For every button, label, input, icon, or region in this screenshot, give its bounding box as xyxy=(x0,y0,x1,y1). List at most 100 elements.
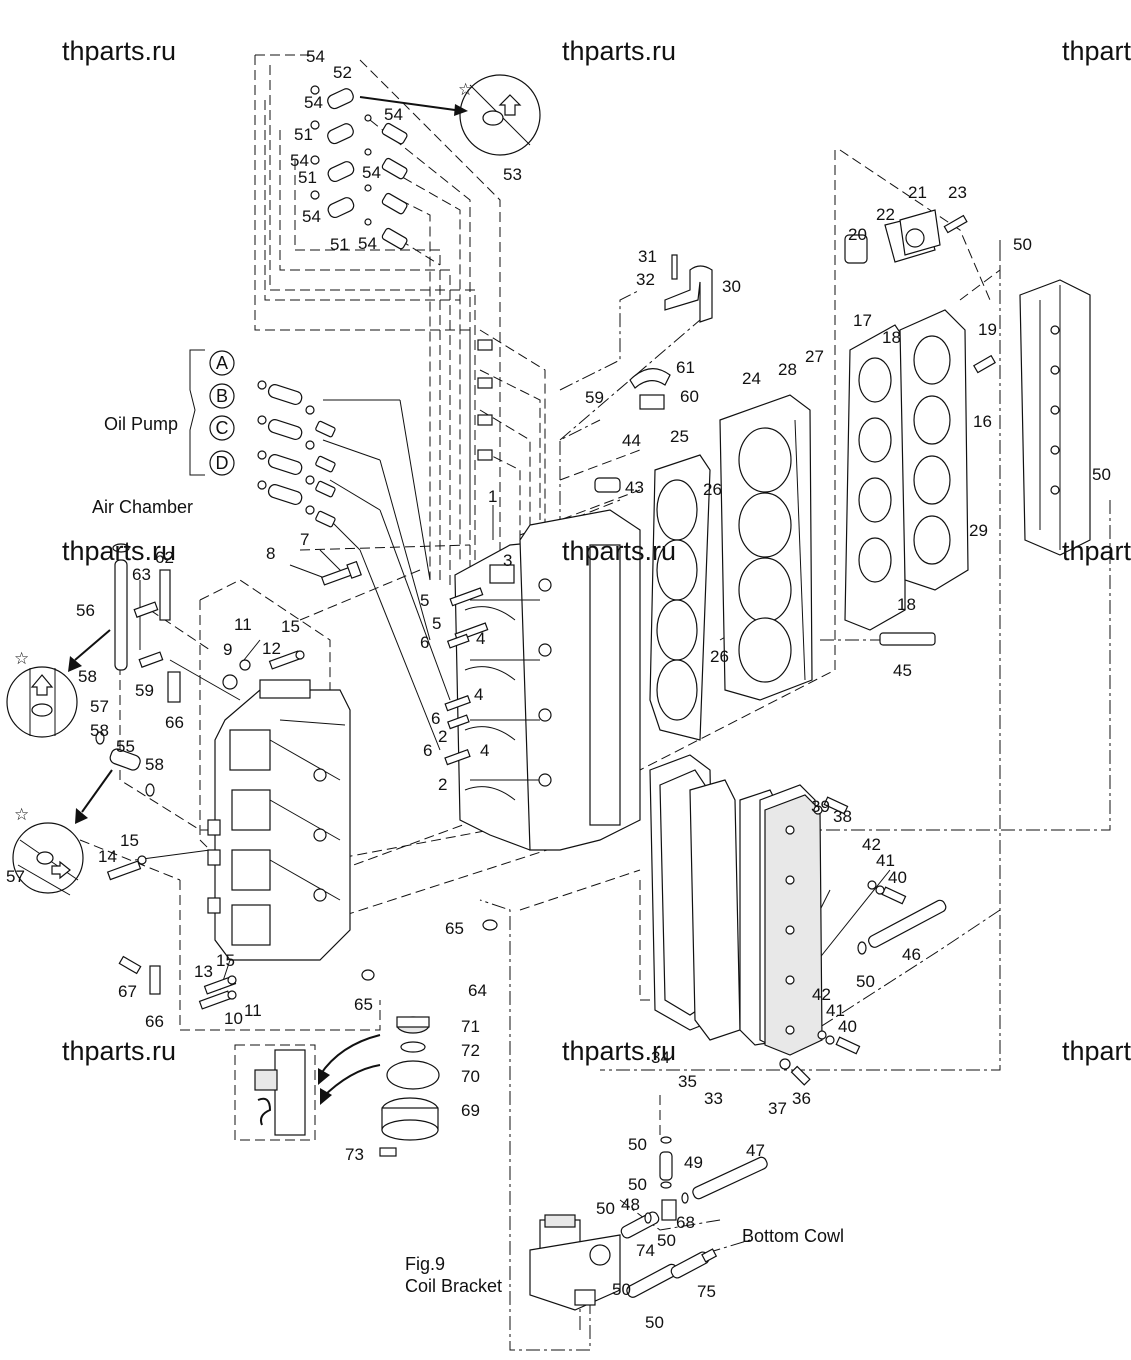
callout: 15 xyxy=(216,951,235,970)
callout: 9 xyxy=(223,640,232,659)
callout: 54 xyxy=(302,207,321,226)
star-marker-2: ☆ xyxy=(14,649,29,668)
callout: 40 xyxy=(838,1017,857,1036)
callout: 64 xyxy=(468,981,487,1000)
cylinder-block xyxy=(444,509,641,851)
callout: 27 xyxy=(805,347,824,366)
callout: 4 xyxy=(474,685,483,704)
watermark: thparts.ru xyxy=(562,1036,677,1066)
star-marker-3: ☆ xyxy=(14,805,29,824)
callout: 39 xyxy=(811,797,830,816)
callout: 5 xyxy=(420,591,429,610)
callout: 54 xyxy=(358,234,377,253)
callout: 48 xyxy=(621,1195,640,1214)
clamp-61-60 xyxy=(594,368,671,493)
callout: 60 xyxy=(680,387,699,406)
callout: 41 xyxy=(876,851,895,870)
callout: 3 xyxy=(503,551,512,570)
callout: 70 xyxy=(461,1067,480,1086)
callout: 22 xyxy=(876,205,895,224)
callout: 24 xyxy=(742,369,761,388)
small-parts-left xyxy=(106,569,305,1010)
callout: 68 xyxy=(676,1213,695,1232)
callout: 4 xyxy=(480,741,489,760)
callout: 71 xyxy=(461,1017,480,1036)
detail-inset-57-upper: ☆ xyxy=(6,629,111,738)
callout: 38 xyxy=(833,807,852,826)
callout: 61 xyxy=(676,358,695,377)
callout: 51 xyxy=(294,125,313,144)
watermark-text: thparts.ru xyxy=(1062,1036,1131,1066)
watermark: thparts.ru xyxy=(62,536,177,566)
callout: 35 xyxy=(678,1072,697,1091)
port-b-marker xyxy=(209,383,235,409)
star-marker: ☆ xyxy=(458,80,473,99)
callout: 33 xyxy=(704,1089,723,1108)
callout: 10 xyxy=(224,1009,243,1028)
exhaust-cover-lower xyxy=(764,794,823,1056)
callout: 74 xyxy=(636,1241,655,1260)
port-a-marker xyxy=(209,350,235,376)
watermark: thparts.ru xyxy=(1062,536,1131,566)
callout: 6 xyxy=(420,633,429,652)
head-cover-gasket xyxy=(844,324,906,631)
callout: 5 xyxy=(432,614,441,633)
bracket-30 xyxy=(664,254,713,323)
callout: 28 xyxy=(778,360,797,379)
callout: 56 xyxy=(76,601,95,620)
port-c-marker xyxy=(209,415,235,441)
watermark: thparts.ru xyxy=(1062,36,1131,66)
callout: 44 xyxy=(622,431,641,450)
callout: 2 xyxy=(438,775,447,794)
tube-55 xyxy=(95,731,155,797)
oil-pump-bracket xyxy=(189,349,205,476)
oil-filter-assembly xyxy=(379,1016,440,1157)
callout: 4 xyxy=(476,629,485,648)
callout: 59 xyxy=(585,388,604,407)
seal-detail-inset xyxy=(234,1034,381,1141)
callout: 58 xyxy=(78,667,97,686)
callout: 31 xyxy=(638,247,657,266)
cylinder-head xyxy=(719,394,813,701)
callout: 63 xyxy=(132,565,151,584)
pump-port-markers: A B C D xyxy=(209,350,235,476)
hose-75-74 xyxy=(626,1248,718,1298)
coil-bracket-label: Coil Bracket xyxy=(405,1276,502,1296)
text-labels: Oil Pump Air Chamber Bottom Cowl Fig.9 C… xyxy=(92,414,844,1296)
bolts-right-lower xyxy=(779,796,907,1086)
callout: 57 xyxy=(6,867,25,886)
callout: 51 xyxy=(330,235,349,254)
callout: 46 xyxy=(902,945,921,964)
callout: 32 xyxy=(636,270,655,289)
cylinder-head-gasket xyxy=(649,454,711,741)
callout: 37 xyxy=(768,1099,787,1118)
callout: 54 xyxy=(306,47,325,66)
callout: 25 xyxy=(670,427,689,446)
detail-inset-53: ☆ xyxy=(359,74,541,156)
callout: 2 xyxy=(438,727,447,746)
callout: 50 xyxy=(1013,235,1032,254)
callout-labels: 54 52 54 54 51 54 51 54 51 54 54 53 31 3… xyxy=(6,47,1111,1332)
callout: 57 xyxy=(90,697,109,716)
callout: 30 xyxy=(722,277,741,296)
callout: 11 xyxy=(244,1001,262,1020)
callout: 52 xyxy=(333,63,352,82)
callout: 55 xyxy=(116,737,135,756)
intake-manifold-left xyxy=(214,679,351,961)
bottom-cowl-label: Bottom Cowl xyxy=(742,1226,844,1246)
oil-hoses-group xyxy=(257,85,493,528)
oil-pump-label: Oil Pump xyxy=(104,414,178,434)
callout: 42 xyxy=(812,985,831,1004)
port-c-label: C xyxy=(216,418,229,438)
exhaust-cover-right xyxy=(1019,279,1091,556)
callout: 73 xyxy=(345,1145,364,1164)
callout: 18 xyxy=(897,595,916,614)
watermark: thparts.ru xyxy=(1062,1036,1131,1067)
callout: 54 xyxy=(362,163,381,182)
callout: 26 xyxy=(703,480,722,499)
oil-pump-unit xyxy=(529,1214,621,1311)
callout: 54 xyxy=(304,93,323,112)
watermark: thparts.ru xyxy=(562,36,677,66)
hose-64 xyxy=(361,919,498,991)
callout: 50 xyxy=(612,1280,631,1299)
